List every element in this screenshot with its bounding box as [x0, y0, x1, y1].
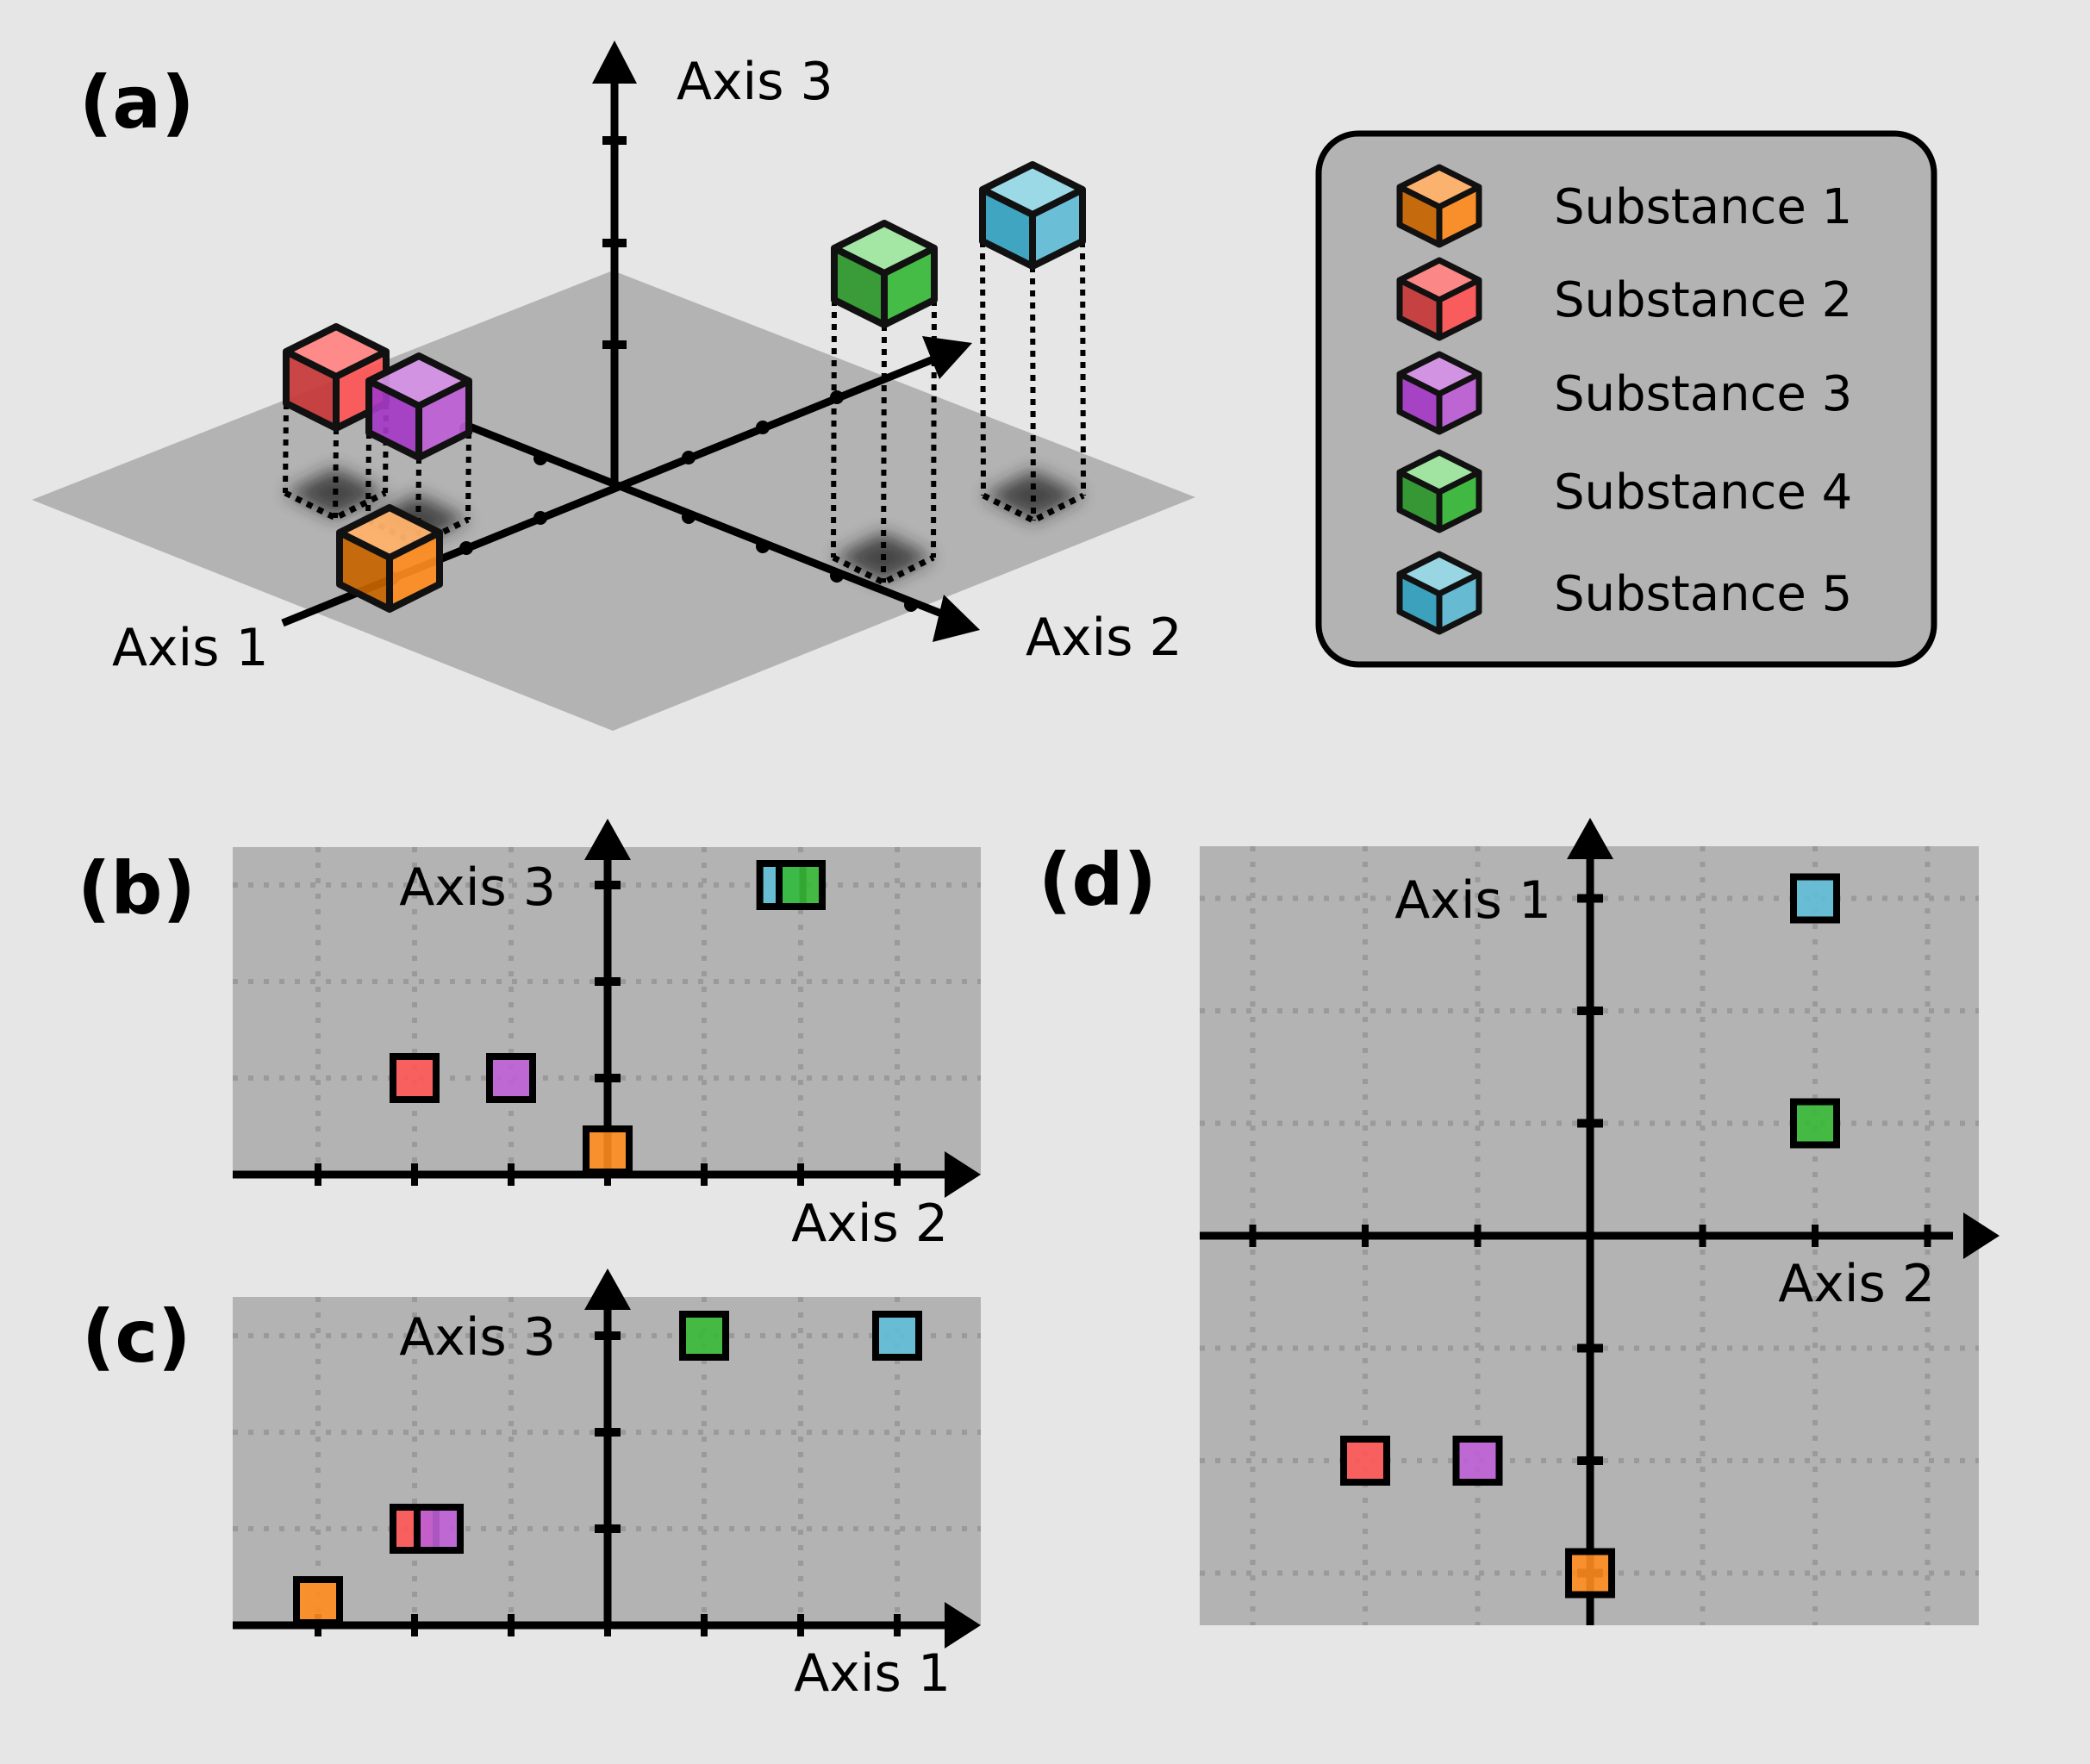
y-axis-label: Axis 3 — [399, 1307, 556, 1368]
legend-cube-icon — [1396, 449, 1482, 533]
marker-substance-1 — [1565, 1548, 1615, 1599]
legend-label: Substance 2 — [1554, 272, 1852, 328]
panel-b-axis2-vs-axis3: (b) Axis 3 Axis 2 — [78, 819, 981, 1254]
3d-axes — [281, 41, 980, 642]
cube-right-face — [1439, 374, 1479, 432]
legend-cube-icon — [1396, 257, 1482, 341]
marker-substance-1 — [583, 1125, 633, 1175]
drop-line — [465, 432, 471, 520]
axis1-tick-3d — [830, 390, 844, 404]
legend-item: Substance 3 — [1396, 351, 1852, 435]
drop-line — [283, 402, 289, 494]
legend-label: Substance 1 — [1554, 179, 1852, 235]
legend-item: Substance 1 — [1396, 164, 1852, 248]
panel-a-label: (a) — [79, 60, 194, 145]
axis2-tick-3d — [756, 539, 770, 553]
axis3-arrowhead-3d — [592, 41, 637, 84]
legend-label: Substance 4 — [1554, 464, 1852, 520]
axis3-tick-3d — [602, 340, 627, 349]
axis1-arrowhead-3d — [922, 336, 972, 379]
cube-right-face — [1439, 187, 1479, 245]
legend-cube-icon — [1396, 551, 1482, 635]
cube-left-face — [1400, 472, 1439, 530]
cube-left-face — [1400, 374, 1439, 432]
marker-substance-5 — [872, 1311, 922, 1361]
axis2-arrowhead-3d — [933, 595, 980, 642]
marker-substance-4 — [1790, 1098, 1840, 1149]
legend-label: Substance 5 — [1554, 566, 1852, 622]
legend-cube-icon — [1396, 164, 1482, 248]
panel-c-label: (c) — [82, 1294, 191, 1379]
legend-item: Substance 4 — [1396, 449, 1852, 533]
cube-right-face — [1439, 574, 1479, 632]
y-axis-label: Axis 3 — [399, 857, 556, 918]
y-axis-arrowhead — [584, 819, 631, 860]
legend-cube-icon — [1396, 351, 1482, 435]
drop-line — [333, 427, 339, 519]
cube-right-face — [1439, 280, 1479, 338]
cube-substance-3 — [365, 352, 472, 461]
axis3-tick-3d — [602, 136, 627, 145]
axis2-line-3d — [468, 422, 954, 622]
axis2-tick-3d — [830, 569, 844, 583]
x-axis-label: Axis 1 — [794, 1643, 951, 1704]
3d-cubes — [283, 161, 1086, 613]
panel-b-label: (b) — [78, 846, 196, 931]
marker-substance-5 — [1790, 873, 1840, 924]
marker-substance-3 — [414, 1504, 464, 1554]
cube-substance-5 — [979, 161, 1086, 270]
legend-label: Substance 3 — [1554, 366, 1852, 422]
panel-c-axis1-vs-axis3: (c) Axis 3 Axis 1 — [82, 1268, 981, 1704]
y-axis-label: Axis 1 — [1394, 870, 1551, 931]
x-axis-label: Axis 2 — [1778, 1254, 1935, 1314]
drop-line — [365, 432, 371, 520]
axis1-tick-3d — [756, 421, 770, 434]
axis1-tick-3d — [533, 511, 547, 525]
cube-substance-4 — [831, 220, 938, 328]
cube-left-face — [1400, 574, 1439, 632]
axis2-tick-3d — [533, 452, 547, 465]
cube-right-face — [1439, 472, 1479, 530]
axis1-label-3d: Axis 1 — [112, 618, 269, 678]
cube-left-face — [1400, 187, 1439, 245]
axis2-tick-3d — [682, 510, 696, 524]
axis3-label-3d: Axis 3 — [677, 52, 833, 112]
cube-substance-1 — [336, 504, 443, 613]
axis1-tick-3d — [459, 541, 473, 555]
marker-substance-1 — [293, 1576, 343, 1626]
panel-d-label: (d) — [1039, 838, 1157, 922]
panel-d-axis2-vs-axis1: (d) Axis 1 Axis 2 — [1039, 818, 2000, 1625]
marker-substance-3 — [1452, 1436, 1503, 1486]
marker-substance-2 — [1340, 1436, 1390, 1486]
y-axis-arrowhead — [1567, 818, 1613, 859]
x-axis-arrowhead — [945, 1151, 981, 1198]
axis2-tick-3d — [904, 598, 918, 612]
x-axis-arrowhead — [1963, 1212, 2000, 1259]
x-axis-arrowhead — [945, 1602, 981, 1649]
legend: Substance 1 Substance 2 Substance 3 Substan… — [1315, 130, 1937, 668]
legend-item: Substance 5 — [1396, 551, 1852, 635]
axis3-tick-3d — [602, 239, 627, 247]
marker-substance-4 — [776, 860, 826, 910]
marker-substance-3 — [486, 1053, 536, 1103]
marker-substance-4 — [679, 1311, 729, 1361]
legend-item: Substance 2 — [1396, 257, 1852, 341]
panel-a-3d-view: (a) Axis 3 Axis 1 Axis 2 — [32, 41, 1195, 731]
axis2-label-3d: Axis 2 — [1026, 608, 1182, 668]
y-axis-arrowhead — [584, 1268, 631, 1310]
legend-box — [1315, 130, 1937, 668]
x-axis-label: Axis 2 — [791, 1194, 948, 1254]
marker-substance-2 — [390, 1053, 440, 1103]
axis1-tick-3d — [682, 451, 696, 464]
cube-left-face — [1400, 280, 1439, 338]
